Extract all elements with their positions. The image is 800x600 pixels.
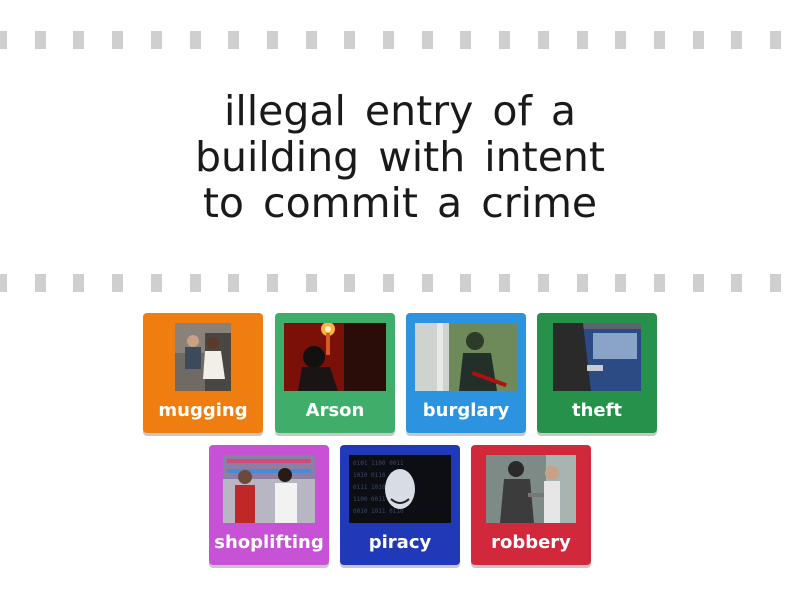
svg-text:1010 0110 1001: 1010 0110 1001 [353,472,404,479]
divider-dash [306,31,317,49]
divider-dash [151,31,162,49]
divider-dash [538,31,549,49]
divider-dash [344,31,355,49]
svg-text:0010 1011 0110: 0010 1011 0110 [353,508,404,515]
question-line: building with intent [194,133,605,181]
question-line: illegal entry of a [223,87,577,135]
answer-tile-mugging[interactable]: mugging [143,313,263,433]
divider-dash [577,274,588,292]
divider-dash [731,31,742,49]
shoplifting-photo [223,455,315,523]
divider-dash [460,31,471,49]
tile-label: theft [571,400,623,421]
tile-label: burglary [422,400,510,421]
divider-dash [228,31,239,49]
divider-dash [267,31,278,49]
tile-label: piracy [368,532,432,553]
divider-dash [770,274,781,292]
burglary-photo [415,323,517,391]
arson-photo [284,323,386,391]
divider-dash [499,274,510,292]
divider-dash [0,31,7,49]
tile-label: mugging [158,400,248,421]
divider-dash [693,31,704,49]
divider-dash [35,274,46,292]
divider-dash [112,274,123,292]
question-line: to commit a crime [202,179,598,227]
svg-text:0101 1100 0011: 0101 1100 0011 [353,460,404,467]
divider-dash [151,274,162,292]
divider-dash [731,274,742,292]
divider-dash [499,31,510,49]
question-text: illegal entry of a building with intent … [150,88,650,226]
theft-photo [553,323,641,391]
divider-dash [306,274,317,292]
divider-dash [654,31,665,49]
divider-dash [344,274,355,292]
answer-tile-burglary[interactable]: burglary [406,313,526,433]
divider-dash [422,31,433,49]
divider-dash [460,274,471,292]
divider-dash [422,274,433,292]
divider-dash [228,274,239,292]
piracy-photo: 0101 1100 0011 1010 0110 1001 0111 1010 … [349,455,451,523]
answer-tile-shoplifting[interactable]: shoplifting [209,445,329,565]
divider-dash [383,274,394,292]
divider-dash [538,274,549,292]
divider-dash [112,31,123,49]
answer-tile-arson[interactable]: Arson [275,313,395,433]
divider-dash [190,274,201,292]
divider-dash [267,274,278,292]
divider-dash [73,274,84,292]
divider-dash [654,274,665,292]
divider-dash [73,31,84,49]
bottom-divider [0,274,800,292]
tile-label: robbery [491,532,571,553]
tile-label: Arson [305,400,365,421]
divider-dash [383,31,394,49]
svg-text:0111 1010 0100: 0111 1010 0100 [353,484,404,491]
divider-dash [35,31,46,49]
divider-dash [770,31,781,49]
robbery-photo [486,455,576,523]
divider-dash [615,274,626,292]
divider-dash [0,274,7,292]
answer-tile-theft[interactable]: theft [537,313,657,433]
tile-label: shoplifting [214,532,324,553]
mugging-photo [175,323,231,391]
answer-tile-piracy[interactable]: 0101 1100 0011 1010 0110 1001 0111 1010 … [340,445,460,565]
svg-text:1100 0011 1101: 1100 0011 1101 [353,496,404,503]
divider-dash [190,31,201,49]
divider-dash [577,31,588,49]
top-divider [0,31,800,49]
divider-dash [615,31,626,49]
divider-dash [693,274,704,292]
answer-tile-robbery[interactable]: robbery [471,445,591,565]
